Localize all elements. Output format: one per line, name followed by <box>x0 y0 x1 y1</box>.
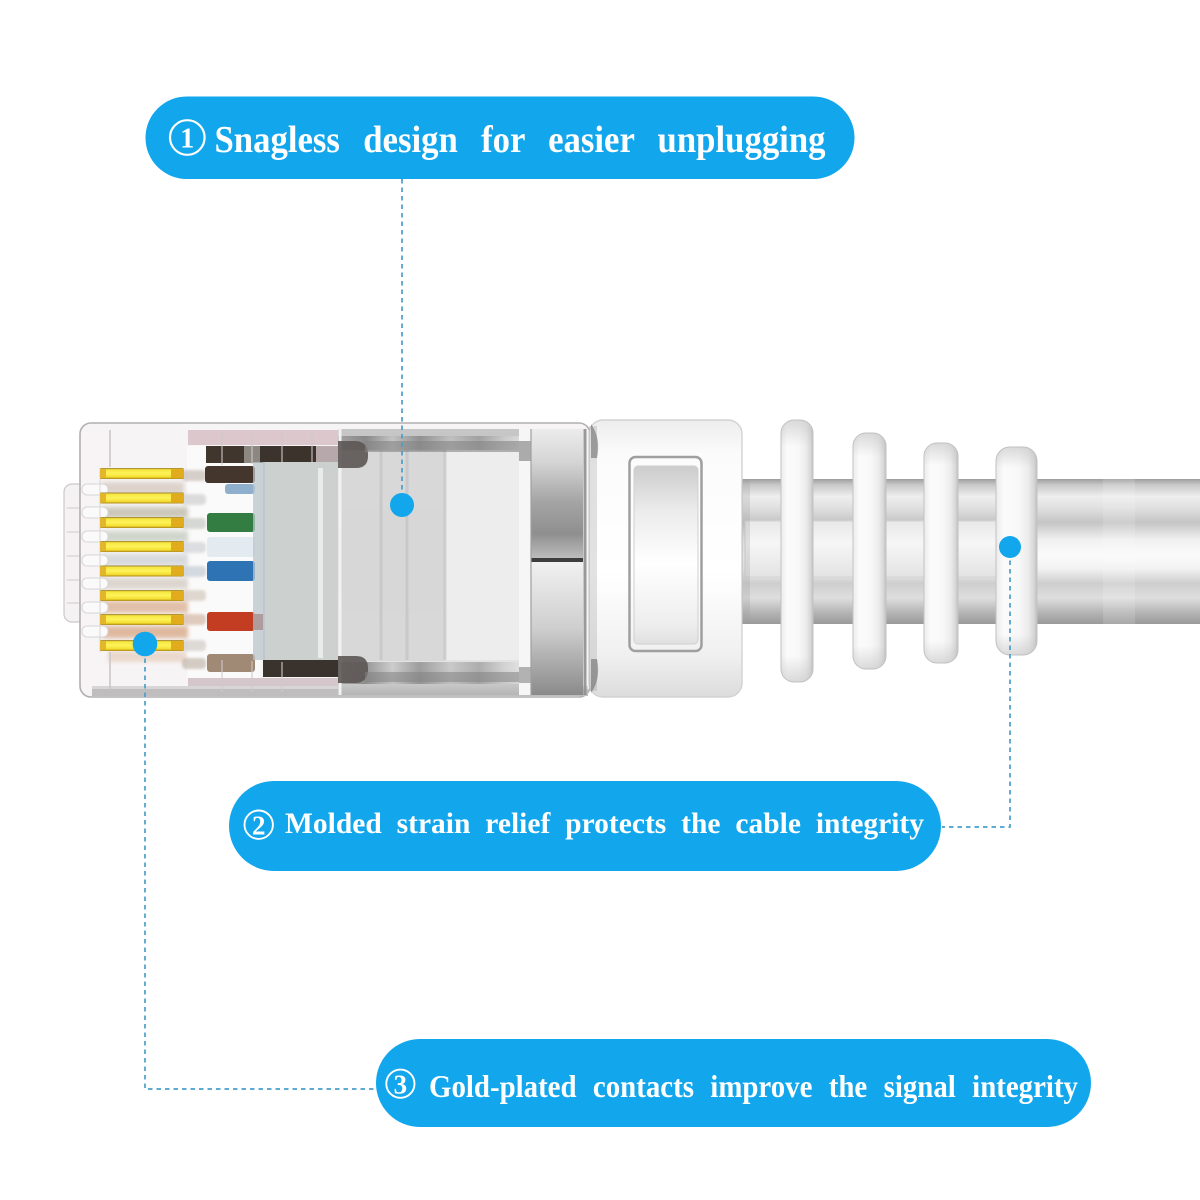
svg-text:2: 2 <box>252 811 266 841</box>
svg-text:Gold-plated contacts improve t: Gold-plated contacts improve the signal … <box>429 1069 1078 1104</box>
svg-text:Snagless design for easier unp: Snagless design for easier unplugging <box>215 119 826 161</box>
svg-text:3: 3 <box>394 1070 408 1100</box>
svg-text:Molded strain relief protects: Molded strain relief protects the cable … <box>285 808 924 840</box>
svg-text:1: 1 <box>180 124 194 155</box>
